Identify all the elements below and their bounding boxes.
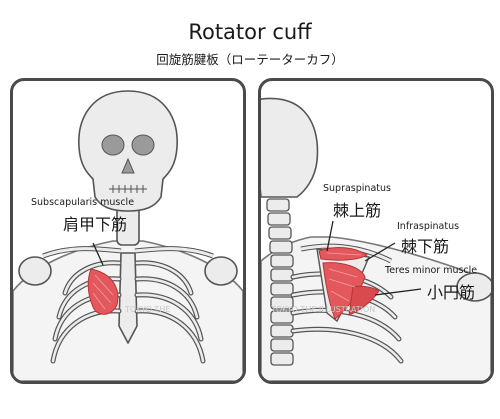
diagram-title: Rotator cuff xyxy=(188,20,312,44)
front-skeleton-illustration xyxy=(13,90,243,381)
teres-minor-label-en: Teres minor muscle xyxy=(385,265,478,276)
teres-minor-pointer xyxy=(374,288,422,296)
supraspinatus-label-en: Supraspinatus xyxy=(323,183,391,194)
infraspinatus-label-en: Infraspinatus xyxy=(397,221,460,232)
diagram-subtitle: 回旋筋腱板（ローテーターカフ） xyxy=(156,52,344,67)
teres-minor-label-jp: 小円筋 xyxy=(427,283,476,302)
subscapularis-pointer xyxy=(92,242,104,266)
watermark: TOKYO THE xyxy=(125,305,171,314)
subscapularis-label-jp: 肩甲下筋 xyxy=(63,215,128,234)
sternum xyxy=(118,252,138,344)
watermark: TOKYO THE ILLUSTRATION xyxy=(271,305,376,314)
spine xyxy=(266,198,294,366)
supraspinatus-label-jp: 棘上筋 xyxy=(333,201,382,220)
subscapularis-label-en: Subscapularis muscle xyxy=(31,197,135,208)
infraspinatus-pointer xyxy=(364,242,396,262)
back-skeleton-illustration xyxy=(261,97,491,381)
head-back xyxy=(261,97,319,198)
teres-minor-muscle xyxy=(348,285,380,316)
infraspinatus-label-jp: 棘下筋 xyxy=(401,237,450,256)
front-view-panel: Subscapularis muscle 肩甲下筋 TOKYO THE xyxy=(10,78,246,384)
skull xyxy=(78,90,178,212)
supraspinatus-pointer xyxy=(326,220,334,252)
back-view-panel: Supraspinatus 棘上筋 Infraspinatus 棘下筋 Tere… xyxy=(258,78,494,384)
